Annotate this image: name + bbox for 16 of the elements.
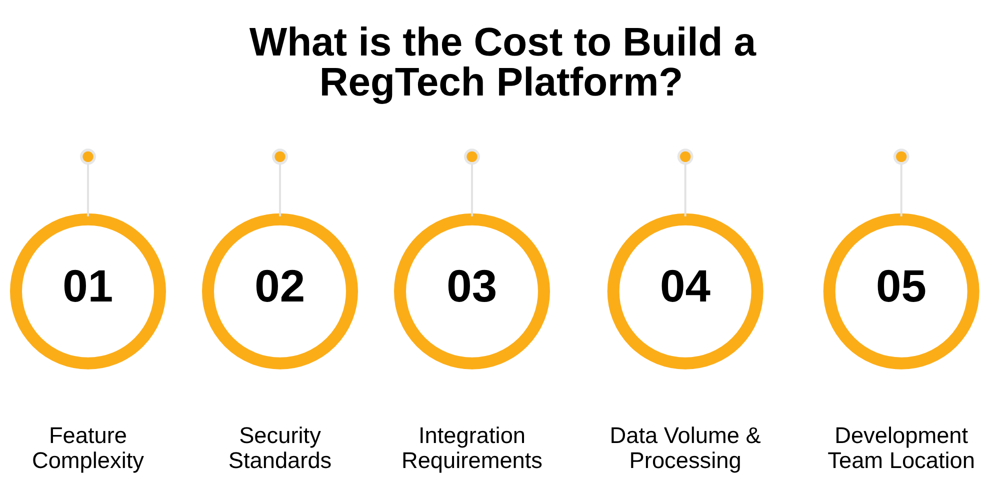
node-circle (677, 148, 694, 165)
diagram-title: What is the Cost to Build a RegTech Platform? (249, 20, 756, 104)
node-circle (464, 148, 480, 165)
node-circle: 02 (202, 213, 358, 370)
node-label: Development Team Location (828, 422, 976, 474)
node-label: Data Volume & Processing (610, 422, 761, 474)
node-label: Feature Complexity (32, 422, 144, 474)
node-circle: 04 (607, 213, 764, 370)
node-circle (893, 148, 910, 165)
node-circle (272, 148, 288, 165)
node-label: Security Standards (228, 422, 332, 474)
node-circle: 05 (823, 213, 980, 370)
node-circle: 03 (394, 213, 550, 370)
node-circle: 01 (10, 213, 166, 370)
node-label: Integration Requirements (401, 422, 543, 474)
node-circle (80, 148, 96, 165)
